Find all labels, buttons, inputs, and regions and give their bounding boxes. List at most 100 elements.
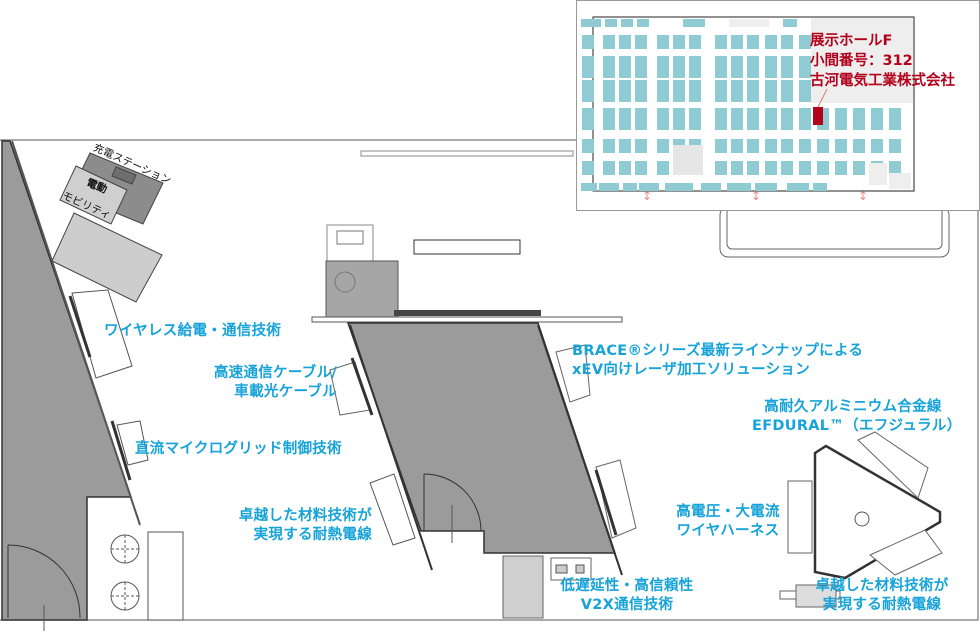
booth-tile (619, 108, 631, 130)
booth-tile (673, 108, 685, 130)
booth-tile (747, 35, 759, 49)
label-text: 高耐久アルミニウム合金線 (764, 399, 942, 415)
booth-tile (603, 35, 615, 49)
booth-tile (657, 161, 669, 175)
booth-tile (835, 139, 847, 153)
door-arc-left (7, 544, 81, 619)
booth-tile (781, 161, 793, 175)
booth-tile (657, 80, 669, 102)
booth-tile (889, 139, 901, 153)
label-text: V2X通信技術 (580, 597, 674, 613)
booth-tile (603, 80, 615, 102)
booth-tile (603, 56, 615, 78)
booth-tile (599, 183, 619, 191)
booth-tile (689, 80, 701, 102)
label-text: ワイヤハーネス (676, 523, 780, 539)
booth-tile (765, 80, 777, 102)
booth-tile (799, 80, 811, 102)
booth-tile (731, 56, 743, 78)
booth-tile (635, 56, 647, 78)
booth-tile (657, 139, 669, 153)
center-booth (346, 322, 617, 554)
label-text: 直流マイクログリッド制御技術 (135, 441, 342, 457)
booth-tile (581, 183, 597, 191)
booth-tile (787, 183, 809, 191)
display-table (51, 212, 163, 303)
area-block (869, 163, 887, 185)
booth-tile (603, 139, 615, 153)
booth-tile (582, 108, 594, 130)
booth-outline (0, 139, 979, 621)
booth-tile (765, 161, 777, 175)
booth-tile (799, 35, 811, 49)
booth-tile (689, 108, 701, 130)
exhibit-cable-label[interactable]: 高速通信ケーブル/車載光ケーブル (195, 364, 337, 402)
booth-tile (765, 139, 777, 153)
entrance-arrow-icon: ↕ (751, 189, 761, 203)
booth-tile (781, 139, 793, 153)
label-text: 高電圧・大電流 (676, 504, 780, 520)
booth-tile (781, 35, 793, 49)
booth-tile (731, 35, 743, 49)
booth-tile (635, 139, 647, 153)
reception-counter (325, 260, 399, 318)
label-text: 卓越した材料技術が (238, 508, 372, 524)
top-rail (360, 150, 574, 157)
booth-tile (657, 56, 669, 78)
booth-tile (582, 80, 594, 102)
label-text: 低遅延性・高信頼性 (560, 578, 694, 594)
booth-tile (689, 56, 701, 78)
booth-tile (665, 183, 693, 191)
booth-tile (605, 19, 617, 27)
booth-tile (635, 108, 647, 130)
booth-tile (683, 19, 705, 27)
booth-tile (623, 183, 637, 191)
booth-tile (747, 139, 759, 153)
booth-tile (639, 183, 659, 191)
triangle-booth (813, 444, 942, 580)
booth-tile (781, 108, 793, 130)
exhibit-harness-label[interactable]: 高電圧・大電流ワイヤハーネス (668, 503, 788, 541)
booth-tile (715, 56, 727, 78)
exhibit-heatwire-left-label[interactable]: 卓越した材料技術が実現する耐熱電線 (222, 507, 372, 545)
booth-tile (619, 80, 631, 102)
booth-tile (635, 35, 647, 49)
hall-minimap: ↕↕↕ 展示ホールF 小間番号：312 古河電気工業株式会社 (576, 0, 980, 211)
booth-tile (715, 108, 727, 130)
booth-tile (619, 35, 631, 49)
entrance-arrow-icon: ↕ (858, 189, 868, 203)
booth-tile (781, 80, 793, 102)
booth-tile (871, 139, 883, 153)
exhibit-heatwire-right-label[interactable]: 卓越した材料技術が実現する耐熱電線 (806, 577, 958, 615)
booth-tile (889, 161, 901, 175)
exhibit-v2x-label[interactable]: 低遅延性・高信頼性 V2X通信技術 (552, 577, 702, 615)
booth-tile (619, 56, 631, 78)
booth-tile (603, 161, 615, 175)
hall-map: ↕ ↕ ↕ (581, 16, 915, 203)
left-wall-block (1, 140, 133, 621)
exhibit-wireless-label[interactable]: ワイヤレス給電・通信技術 (104, 322, 281, 341)
booth-tile (582, 35, 594, 49)
label-text: 実現する耐熱電線 (253, 527, 372, 543)
booth-tile (731, 139, 743, 153)
booth-tile (635, 161, 647, 175)
booth-tile (817, 161, 829, 175)
booth-tile (582, 139, 594, 153)
booth-tile (799, 161, 811, 175)
booth-tile (581, 19, 601, 27)
booth-tile (835, 161, 847, 175)
booth-tile (765, 35, 777, 49)
booth-tile (621, 19, 633, 27)
booth-tile (689, 35, 701, 49)
front-rail (311, 316, 623, 323)
booth-tile (781, 56, 793, 78)
entrance-arrow-icon: ↕ (642, 189, 652, 203)
exhibit-microgrid-label[interactable]: 直流マイクログリッド制御技術 (135, 440, 342, 459)
booth-tile (619, 161, 631, 175)
booth-tile (747, 108, 759, 130)
booth-tile (635, 80, 647, 102)
booth-tile (755, 183, 777, 191)
